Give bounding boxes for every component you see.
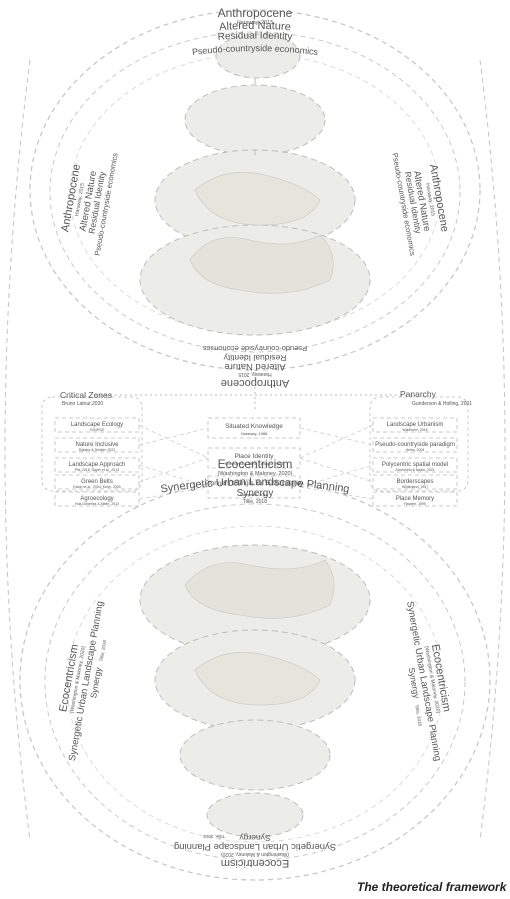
left-item-cite: Dijkstra & Dekker, 2022 [79,448,116,452]
right-item-label: Place Memory [396,496,434,502]
top-left-cite: Haraway, 2015 [74,183,86,217]
left-item-label: Landscape Approach [69,462,125,468]
right-item: Landscape Urbanism Waldheim, 2016 [372,417,458,433]
map-plate [179,719,331,791]
bottom-ring-label-bottom: Ecocentricism (Washington & Maloney, 202… [174,833,336,869]
right-item: Place Memory Hayden, 1995 [372,491,458,507]
left-panel: Critical Zones Bruno Latour,2020 Landsca… [41,390,143,507]
right-item-cite: Heins, 2004 [406,448,425,452]
top-ring-line4: Pseudo-countryside economics [191,43,319,57]
left-item: Landscape Approach Pitt, 2015; Sayer et … [54,457,140,473]
outer-arc [479,59,506,841]
top-ring-cite: Haraway, 2015 [237,20,274,26]
bottom-ring-cite: (Washington & Maloney, 2020) [218,471,293,477]
left-item-cite: Eaton et al., 2004; Kuhn, 2003 [73,485,120,489]
bottom-ring-line3: Synergy [237,488,274,499]
left-item: Green Belts Eaton et al., 2004; Kuhn, 20… [54,474,140,490]
left-panel-cite: Bruno Latour,2020 [62,401,103,407]
bottom-ring-label-left: Ecocentricism (Washington & Maloney, 202… [57,600,108,762]
top-ring-label-right: Anthropocene Haraway, 2015 Altered Natur… [390,152,450,256]
left-item-label: Landscape Ecology [71,422,123,428]
left-item-label: Green Belts [81,479,113,485]
left-item-label: Agroecology [80,496,113,502]
bottom-right-line3-cite: Tillie, 2018 [414,704,423,727]
top-ring-label-top: Anthropocene Haraway, 2015 Altered Natur… [191,6,319,57]
left-item: Landscape Ecology SOURCE [54,417,140,433]
bottom-bottom-line2: Synergetic Urban Landscape Planning [174,841,336,852]
right-item: Borderscapes Wilderland, 1957 [372,474,458,490]
left-item: Nature Inclusive Dijkstra & Dekker, 2022 [54,437,140,453]
left-panel-title: Critical Zones [60,390,112,400]
top-map-stack [139,33,371,336]
bottom-ring-label-top: Ecocentricism (Washington & Maloney, 202… [160,457,351,505]
center-panel: Situated Knowledge Haraway, 1988 Place I… [205,417,304,499]
center-item-cite: Proshansky, 1978; Lewicka 2008 [225,461,284,466]
map-plate [215,33,301,79]
center-item-label: Planners triangle for Sustainability [205,480,304,487]
top-ring-title: Anthropocene [218,6,293,20]
top-right-cite: Haraway, 2015 [424,183,436,217]
figure-caption: The theoretical framework [357,880,507,894]
right-panel-cite: Gunderson & Holling, 2001 [412,401,472,407]
right-item-label: Polycentric spatial model [382,462,448,468]
left-item: Agroecology Holt-Gimenez & Altieri, 2013 [54,491,140,507]
center-item-cite: Campbell, 2016 [240,492,269,497]
svg-text:Residual Identity: Residual Identity [217,30,292,42]
top-bottom-line3: Residual Identity [223,353,287,363]
bottom-ring-label-right: Ecocentricism (Washington & Maloney, 202… [404,600,453,762]
panel-connectors [138,424,374,500]
top-bottom-line4: Pseudo-countryside economics [203,344,307,353]
bottom-ring [19,479,491,881]
bottom-bottom-line3: Synergy [239,833,271,843]
bottom-bottom-title: Ecocentricism [221,857,289,869]
svg-text:Pseudo-countryside economics: Pseudo-countryside economics [191,43,319,57]
top-ring-line3: Residual Identity [217,30,292,42]
right-item-label: Borderscapes [396,479,433,485]
top-ring-label-left: Anthropocene Haraway, 2015 Altered Natur… [59,152,119,256]
right-item-cite: Hayden, 1995 [404,502,426,506]
left-item-cite: Holt-Gimenez & Altieri, 2013 [75,502,119,506]
center-item-label: Place Identity [234,453,274,460]
map-plate [206,792,304,838]
bottom-ring-line3-cite: Tillie, 2018 [243,499,267,505]
map-plate [184,84,326,156]
left-item-cite: SOURCE [90,428,106,432]
svg-text:Altered Nature: Altered Nature [219,20,292,34]
bottom-map-stack [139,544,371,838]
center-item-label: Situated Knowledge [225,423,283,430]
right-item: Polycentric spatial model Zonneveld & Na… [372,457,458,473]
top-bottom-line2: Altered Nature [224,361,285,372]
right-panel: Panarchy Gunderson & Holling, 2001 Lands… [369,389,472,507]
top-ring-line2: Altered Nature [219,20,292,34]
bottom-left-line3-cite: Tillie, 2018 [99,639,108,662]
left-item-label: Nature Inclusive [75,442,119,448]
center-item: Situated Knowledge Haraway, 1988 [207,417,301,439]
right-item-cite: Zonneveld & Nadin, 2021 [395,468,435,472]
right-item: Pseudo-countryside paradigm Heins, 2004 [372,437,458,453]
right-item-label: Landscape Urbanism [387,422,444,428]
bottom-ring-title: Ecocentricism [218,457,293,471]
left-item-cite: Pitt, 2015; Sayer et al., 2013 [75,468,119,472]
bottom-bottom-cite: (Washington & Maloney, 2020) [221,851,289,857]
right-item-label: Pseudo-countryside paradigm [375,442,455,448]
center-item-cite: Haraway, 1988 [241,431,268,436]
outer-arc [4,59,31,841]
right-item-cite: Wilderland, 1957 [402,485,428,489]
right-panel-title: Panarchy [400,389,437,399]
bottom-bottom-line3-cite: Tillie, 2018 [203,834,225,839]
right-item-cite: Waldheim, 2016 [402,428,427,432]
